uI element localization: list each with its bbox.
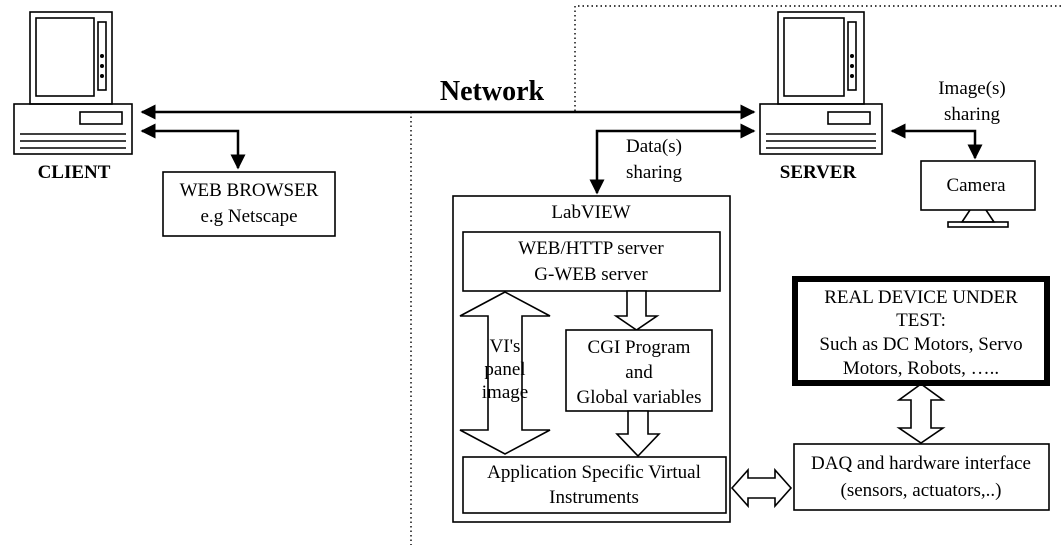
server-boundary <box>410 5 1061 545</box>
app-vi-line1: Application Specific Virtual <box>487 462 701 483</box>
client-label: CLIENT <box>38 162 111 183</box>
labview-title: LabVIEW <box>551 202 630 223</box>
vi-panel-line1: VI's <box>490 336 521 357</box>
web-browser-box <box>162 171 336 237</box>
data-sharing-line2: sharing <box>626 162 682 183</box>
image-sharing-line2: sharing <box>944 104 1000 125</box>
cgi-line2: and <box>625 362 653 383</box>
client-computer-icon <box>13 11 133 155</box>
client-browser-arrow <box>140 123 246 170</box>
device-line1: REAL DEVICE UNDER <box>824 287 1018 308</box>
cgi-box <box>565 329 713 412</box>
vi-panel-line2: panel <box>484 359 525 380</box>
vi-panel-arrow <box>459 291 551 455</box>
app-vi-line2: Instruments <box>549 487 639 508</box>
cgi-line1: CGI Program <box>588 337 691 358</box>
data-sharing-line1: Data(s) <box>626 136 682 157</box>
vi-panel-line3: image <box>482 382 528 403</box>
app-vi-box <box>462 456 727 514</box>
web-server-line2: G-WEB server <box>534 264 648 285</box>
image-sharing-line1: Image(s) <box>938 78 1006 99</box>
device-line4: Motors, Robots, ….. <box>843 358 999 379</box>
web-browser-line1: WEB BROWSER <box>180 180 319 201</box>
web-server-box <box>462 231 721 292</box>
web-to-cgi-arrow <box>613 290 660 331</box>
camera-icon <box>920 160 1036 228</box>
server-label: SERVER <box>780 162 857 183</box>
cgi-to-app-arrow <box>615 410 661 458</box>
camera-label: Camera <box>946 175 1006 196</box>
server-computer-icon <box>759 11 883 155</box>
web-server-line1: WEB/HTTP server <box>518 238 664 259</box>
daq-line1: DAQ and hardware interface <box>811 453 1031 474</box>
daq-line2: (sensors, actuators,..) <box>841 480 1002 501</box>
network-label: Network <box>440 76 545 107</box>
data-sharing-arrow <box>589 123 756 195</box>
device-line3: Such as DC Motors, Servo <box>819 334 1022 355</box>
app-daq-arrow <box>730 467 793 509</box>
web-browser-line2: e.g Netscape <box>200 206 297 227</box>
device-box <box>792 276 1050 386</box>
device-line2: TEST: <box>896 310 946 331</box>
image-sharing-arrow <box>890 123 983 160</box>
daq-box <box>793 443 1050 511</box>
device-daq-arrow <box>896 383 946 444</box>
cgi-line3: Global variables <box>576 387 701 408</box>
